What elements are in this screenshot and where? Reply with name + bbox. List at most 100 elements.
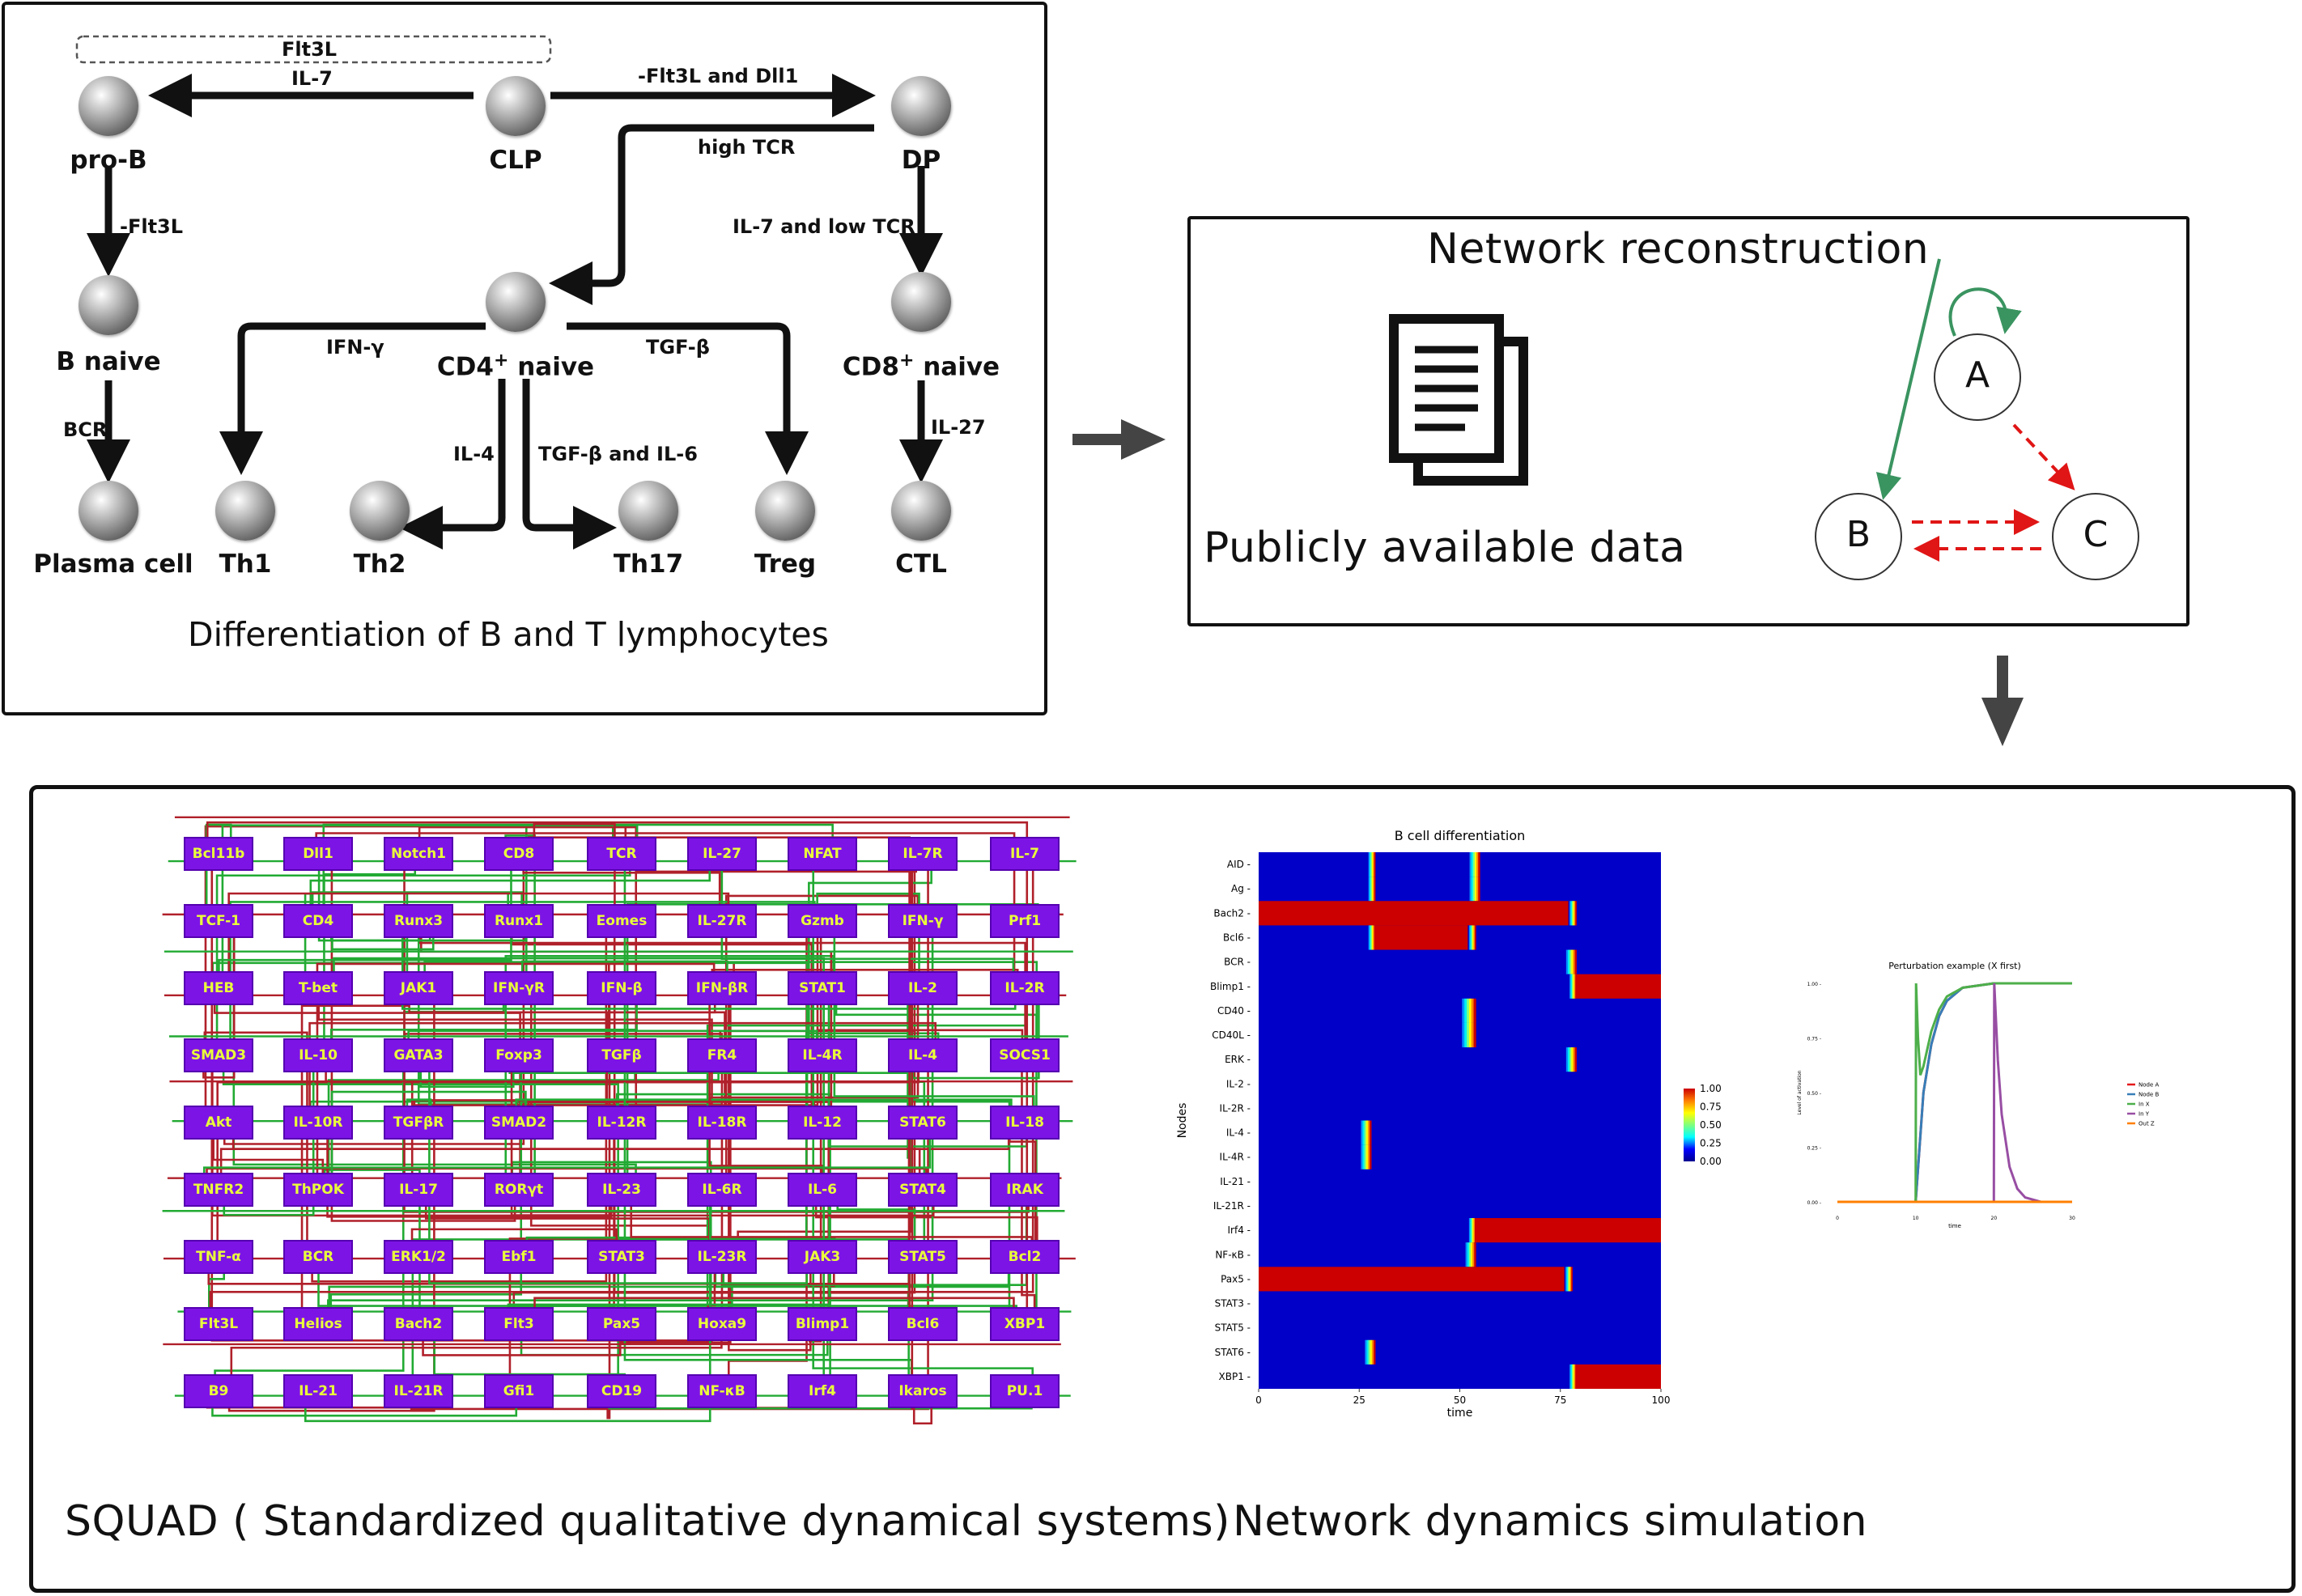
line-legend-label: Out Z — [2138, 1121, 2155, 1127]
squad-node: IL-10 — [283, 1038, 353, 1072]
squad-node: IL-12R — [587, 1106, 656, 1140]
edge-label-bcr: BCR — [63, 418, 108, 441]
heatmap-cell — [1478, 877, 1480, 902]
heatmap-cell — [1373, 852, 1375, 877]
squad-node: ThPOK — [283, 1173, 353, 1207]
cell-th17 — [618, 481, 678, 541]
label-bnaive: B naive — [56, 347, 161, 376]
squad-node: ERK1/2 — [384, 1240, 453, 1274]
squad-node: IL-2R — [990, 971, 1060, 1005]
squad-edge — [720, 854, 1015, 988]
squad-node: IL-18R — [687, 1106, 757, 1140]
heatmap-cell — [1474, 877, 1477, 902]
heatmap-cell — [1467, 1022, 1470, 1048]
squad-node: IL-2 — [888, 971, 958, 1005]
edge-cd4-th17 — [522, 379, 617, 550]
heatmap-cell — [1569, 1267, 1571, 1292]
edge-a-b — [1875, 258, 1941, 500]
heatmap-cell — [1571, 1267, 1573, 1292]
squad-node: IL-21 — [283, 1374, 353, 1408]
heatmap-row-label: IL-21 - — [1220, 1176, 1251, 1187]
heatmap-cell — [1374, 1339, 1376, 1365]
heatmap-cell — [1359, 1120, 1361, 1145]
edge-label-flt3l-dll1: -Flt3L and Dll1 — [638, 65, 799, 87]
squad-node: SOCS1 — [990, 1038, 1060, 1072]
squad-node: IL-6 — [788, 1173, 857, 1207]
heatmap-cell — [1570, 901, 1573, 926]
heatmap-cell — [1374, 877, 1376, 902]
heatmap-cell — [1570, 974, 1573, 999]
squad-node: Prf1 — [990, 904, 1060, 938]
squad-node: IFN-β — [587, 971, 656, 1005]
heatmap-cell — [1570, 1364, 1573, 1389]
squad-edge — [527, 1101, 830, 1324]
label-plasma: Plasma cell — [33, 550, 193, 579]
squad-node: TCF-1 — [184, 904, 253, 938]
heatmap-cell — [1361, 1120, 1363, 1145]
heatmap-x-tick-label: 25 — [1353, 1394, 1365, 1406]
heatmap-cell — [1470, 925, 1472, 950]
heatmap-row-label: Irf4 - — [1228, 1225, 1251, 1236]
heatmap-cell — [1472, 1218, 1474, 1243]
squad-edge — [215, 854, 631, 1055]
heatmap-cell — [1473, 1218, 1476, 1243]
squad-node: IL-18 — [990, 1106, 1060, 1140]
squad-node: CD8 — [484, 837, 554, 871]
heatmap-cell — [1459, 1022, 1463, 1048]
squad-edge — [424, 1190, 711, 1257]
heatmap-row-label: AID - — [1227, 859, 1251, 870]
squad-node: Akt — [184, 1106, 253, 1140]
label-clp: CLP — [489, 146, 542, 175]
squad-node: Flt3 — [484, 1307, 554, 1341]
heatmap-cell — [1472, 852, 1476, 877]
squad-node: Ikaros — [888, 1374, 958, 1408]
heatmap-cell — [1463, 1242, 1466, 1267]
squad-edge — [635, 854, 917, 873]
squad-node: XBP1 — [990, 1307, 1060, 1341]
squad-node: Bach2 — [384, 1307, 453, 1341]
heatmap-cell — [1467, 925, 1470, 950]
squad-node: IL-4 — [888, 1038, 958, 1072]
heatmap-cell — [1569, 1047, 1572, 1072]
squad-node: Flt3L — [184, 1307, 253, 1341]
line-legend-label: Node B — [2138, 1092, 2159, 1098]
heatmap-cell — [1476, 852, 1479, 877]
heatmap-cell — [1366, 1339, 1369, 1365]
heatmap-cell — [1464, 998, 1467, 1023]
heatmap-cell — [1370, 877, 1371, 902]
heatmap-cell — [1365, 1120, 1369, 1145]
edge-label-ifng: IFN-γ — [326, 336, 384, 359]
heatmap-row-label: Bcl6 - — [1223, 932, 1251, 943]
squad-node: CD19 — [587, 1374, 656, 1408]
edge-label-il4: IL-4 — [453, 443, 495, 465]
squad-node: IL-7 — [990, 837, 1060, 871]
heatmap-cell — [1564, 1267, 1566, 1292]
heatmap-cell — [1571, 901, 1574, 926]
heatmap-cell — [1574, 901, 1576, 926]
edge-dp-cd4 — [549, 124, 874, 305]
heatmap-cell — [1471, 925, 1473, 950]
network-node-c: C — [2052, 493, 2139, 580]
edge-label-il27: IL-27 — [931, 416, 986, 439]
heatmap-cell — [1364, 1120, 1367, 1145]
heatmap-cell — [1365, 1144, 1369, 1169]
heatmap-x-axis-label: time — [1447, 1407, 1473, 1420]
squad-node: IL-10R — [283, 1106, 353, 1140]
edge-label-tgfb-il6: TGF-β and IL-6 — [538, 443, 698, 465]
label-th17: Th17 — [613, 550, 684, 579]
heatmap-cell — [1367, 1144, 1370, 1169]
heatmap-colorbar-label: 0.50 — [1700, 1119, 1722, 1131]
heatmap-cell — [1259, 1267, 1565, 1292]
label-th2: Th2 — [353, 550, 406, 579]
squad-node: SMAD2 — [484, 1106, 554, 1140]
squad-node: TNF-α — [184, 1240, 253, 1274]
heatmap-cell — [1364, 1144, 1367, 1169]
heatmap-cell — [1564, 1047, 1567, 1072]
line-chart-title: Perturbation example (X first) — [1888, 961, 2021, 971]
heatmap-cell — [1467, 877, 1470, 902]
heatmap-cell — [1574, 974, 1576, 999]
heatmap-cell — [1365, 1339, 1367, 1365]
cell-bnaive — [79, 275, 138, 335]
heatmap-cell — [1574, 1047, 1577, 1072]
squad-node: STAT1 — [788, 971, 857, 1005]
